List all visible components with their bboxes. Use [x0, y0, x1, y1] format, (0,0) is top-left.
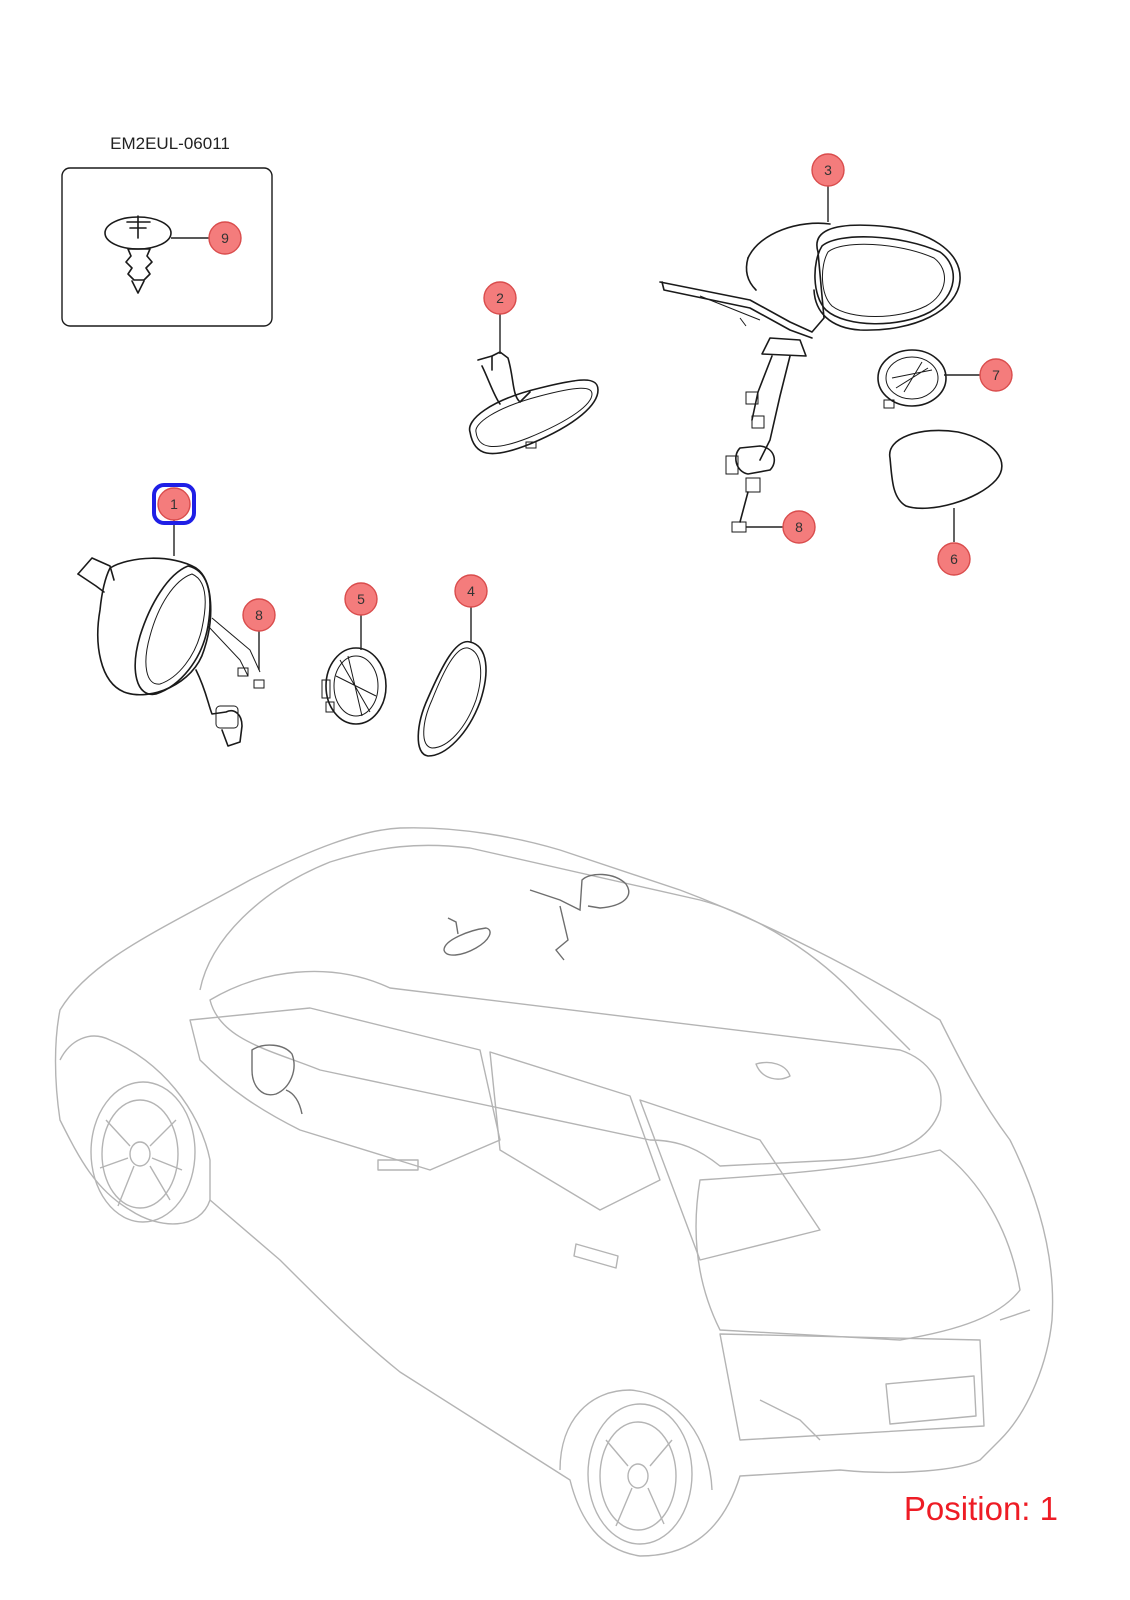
part-6-mirror-glass-drawing — [889, 429, 1003, 542]
callout-7[interactable]: 7 — [979, 358, 1013, 392]
part-3-mirror-assembly-drawing — [659, 184, 961, 533]
callout-6-label: 6 — [950, 551, 958, 567]
part-5-actuator-drawing — [321, 614, 387, 725]
callout-9[interactable]: 9 — [208, 221, 242, 255]
part-2-inside-mirror-drawing — [468, 314, 599, 455]
fastener-inset-box — [61, 167, 273, 327]
callout-4[interactable]: 4 — [454, 574, 488, 608]
callout-2[interactable]: 2 — [483, 281, 517, 315]
callout-3[interactable]: 3 — [811, 153, 845, 187]
callout-8-lower[interactable]: 8 — [242, 598, 276, 632]
callout-1-label: 1 — [170, 496, 178, 512]
callout-5-label: 5 — [357, 591, 365, 607]
callout-6[interactable]: 6 — [937, 542, 971, 576]
callout-5[interactable]: 5 — [344, 582, 378, 616]
part-1-mirror-housing-drawing — [77, 520, 265, 747]
callout-4-label: 4 — [467, 583, 475, 599]
diagram-code: EM2EUL-06011 — [110, 134, 230, 153]
callout-9-label: 9 — [221, 230, 229, 246]
callout-1-selected[interactable]: 1 — [152, 483, 196, 525]
callout-8-lower-label: 8 — [255, 607, 263, 623]
callout-8-upper[interactable]: 8 — [782, 510, 816, 544]
vehicle-location-drawing — [54, 827, 1054, 1557]
selected-part-outline — [152, 483, 196, 525]
part-7-actuator-drawing — [877, 349, 980, 409]
callout-8-upper-label: 8 — [795, 519, 803, 535]
position-label: Position: 1 — [903, 1490, 1058, 1527]
callout-3-label: 3 — [824, 162, 832, 178]
push-clip-fastener-drawing — [104, 215, 210, 294]
part-4-mirror-glass-drawing — [417, 607, 487, 757]
callout-2-label: 2 — [496, 290, 504, 306]
callout-7-label: 7 — [992, 367, 1000, 383]
